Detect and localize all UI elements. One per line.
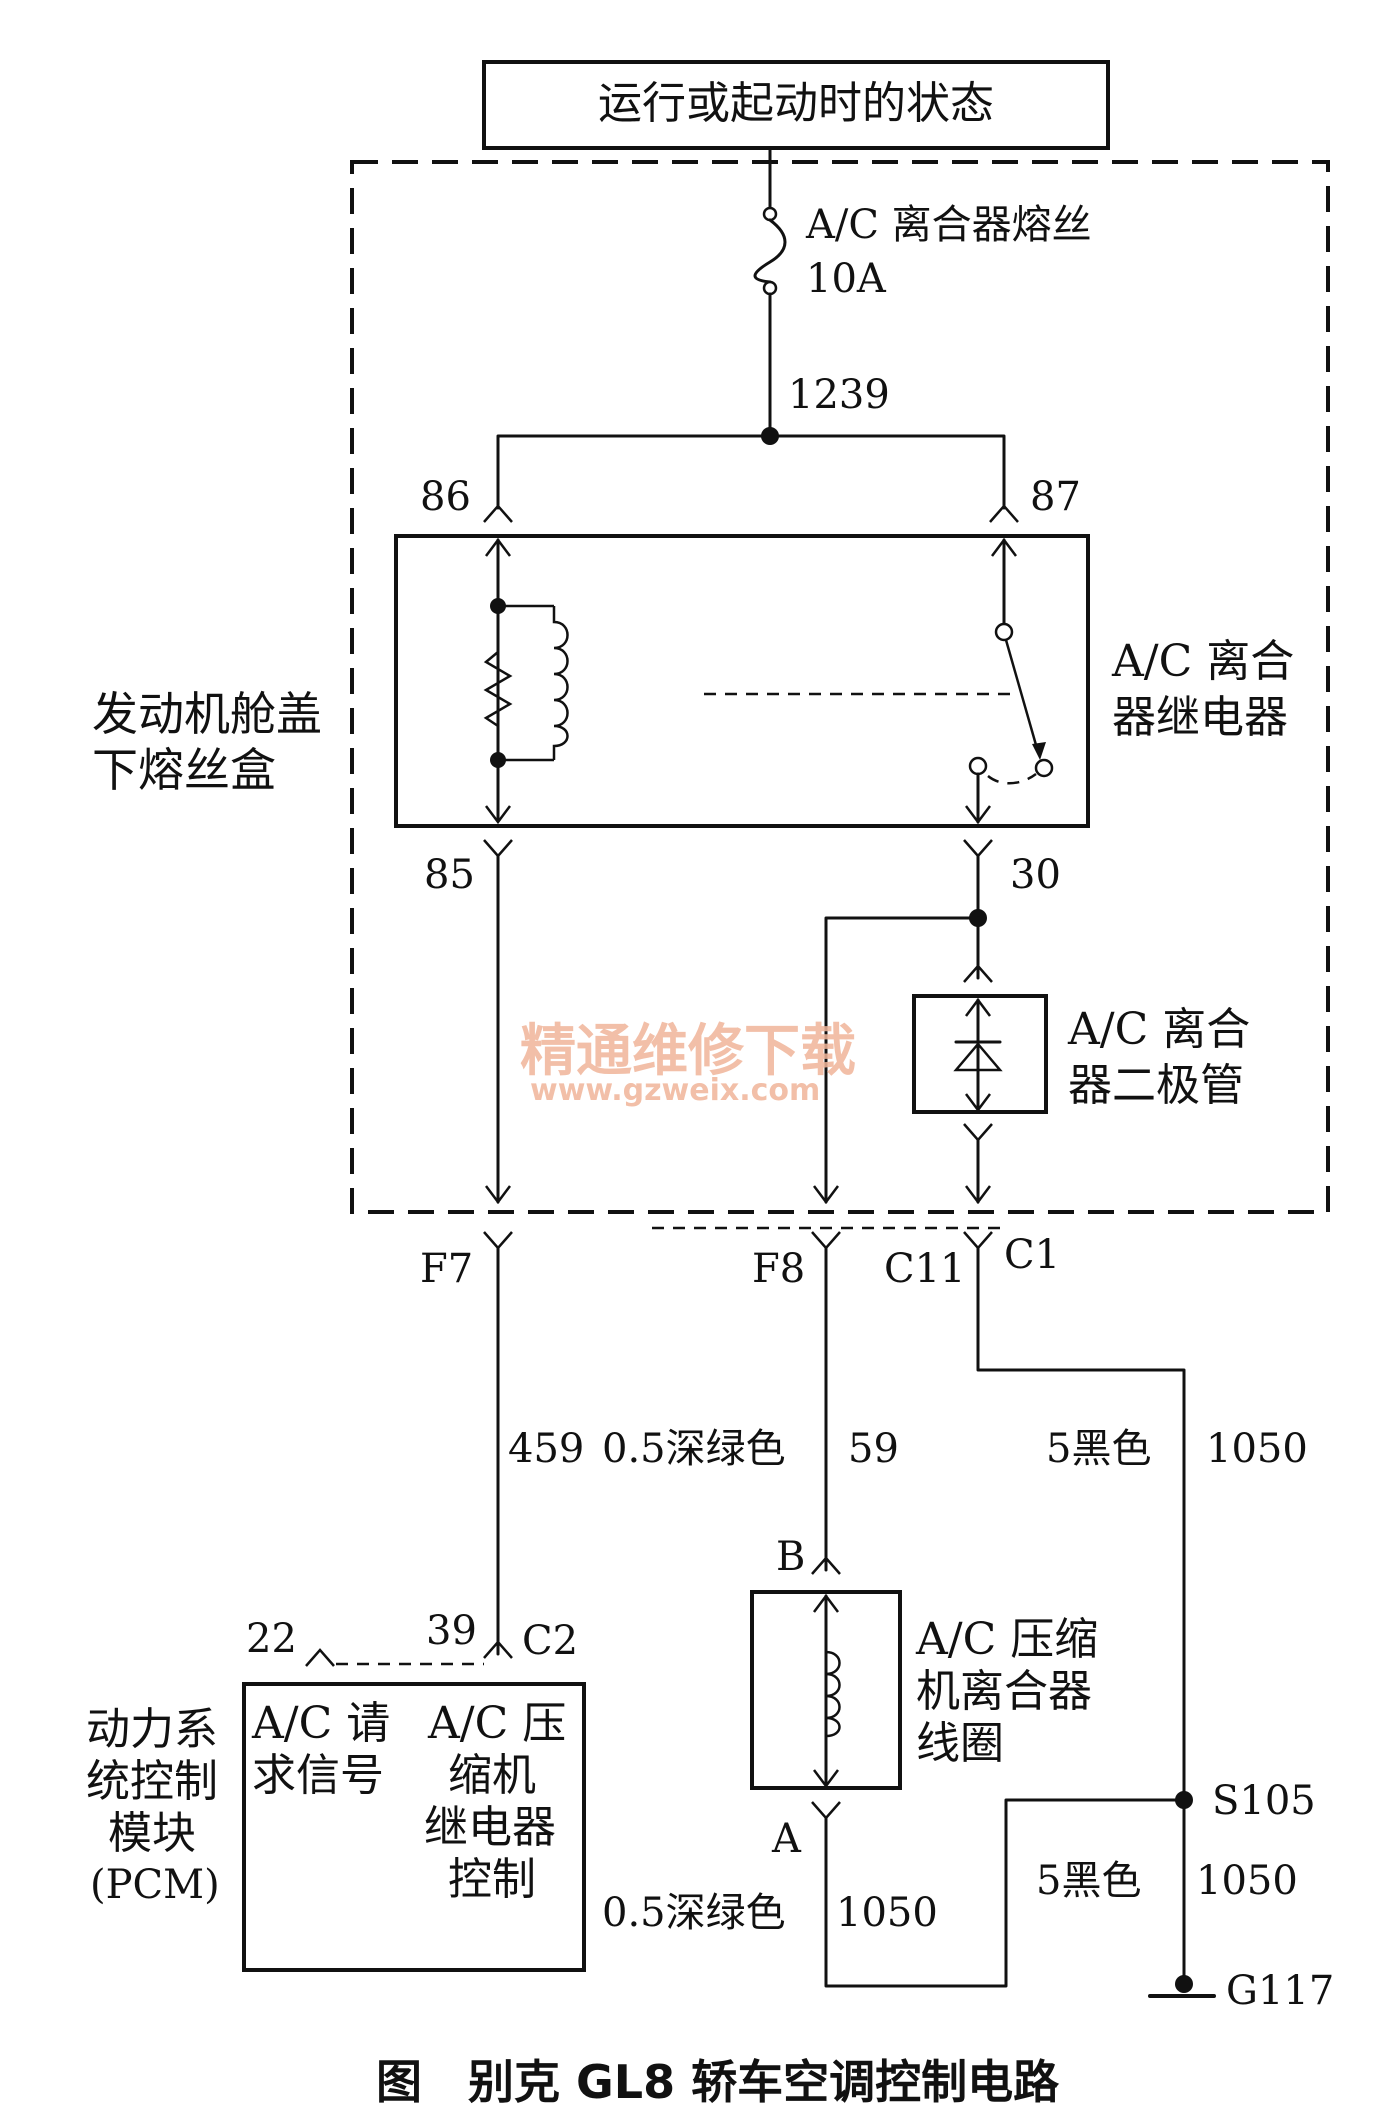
c11-label: C11	[884, 1246, 966, 1292]
c1-label: C1	[1004, 1232, 1060, 1278]
compressor-coil-icon	[825, 1650, 841, 1738]
pcm-label-3: 模块	[108, 1808, 196, 1859]
f7-arrow	[485, 1185, 511, 1205]
switch-contact-no	[968, 756, 988, 776]
splice-s105-label: S105	[1212, 1778, 1316, 1824]
relay-label-2: 器继电器	[1112, 692, 1288, 743]
switch-blade	[1004, 639, 1040, 753]
compressor-arrow-bottom	[813, 1769, 839, 1789]
c2-label: C2	[522, 1618, 578, 1664]
diode-label-2: 器二极管	[1068, 1060, 1244, 1111]
diode-label-1: A/C 离合	[1067, 1004, 1250, 1055]
ground-dot	[1175, 1975, 1193, 1993]
pin-39-label: 39	[426, 1608, 477, 1654]
pin-b-label: B	[776, 1534, 805, 1580]
switch-blade-tip	[1032, 742, 1046, 760]
compressor-label-2: 机离合器	[916, 1666, 1092, 1717]
wire-459-color: 0.5深绿色	[602, 1426, 786, 1472]
pcm-label-2: 统控制	[86, 1756, 218, 1807]
fuse-rating: 10A	[806, 256, 887, 302]
pcm-req-2: 求信号	[252, 1750, 384, 1801]
pin-22-connector	[305, 1648, 335, 1667]
wire-30-f8	[824, 916, 980, 1204]
pcm-ctl-3: 继电器	[424, 1802, 556, 1853]
f8-connector	[811, 1231, 841, 1250]
compressor-label-1: A/C 压缩	[915, 1614, 1098, 1665]
wire-459-num: 459	[508, 1426, 584, 1472]
pin-30-label: 30	[1010, 852, 1061, 898]
pin-87-connector	[989, 504, 1019, 523]
watermark-url: www.gzweix.com	[530, 1073, 820, 1108]
switch-contact-nc	[1034, 758, 1054, 778]
pin-39-connector	[483, 1640, 513, 1659]
diode-arrow-bottom	[965, 1093, 991, 1113]
pcm-ctl-2: 缩机	[448, 1750, 536, 1801]
coil-arrow-top	[485, 537, 511, 557]
wire-1050c-color: 5黑色	[1036, 1858, 1141, 1904]
wire-1050-black-upper	[976, 1246, 1186, 1802]
fusebox-label-2: 下熔丝盒	[92, 743, 276, 797]
fuse-icon	[753, 218, 787, 284]
wire-1050c-num: 1050	[1196, 1858, 1298, 1904]
wire-1050b-num: 1050	[836, 1890, 938, 1936]
compressor-label-3: 线圈	[916, 1718, 1004, 1769]
pin-a-label: A	[771, 1816, 802, 1862]
diode-connector-top	[963, 964, 993, 983]
ground-label: G117	[1226, 1968, 1334, 2014]
resistor-icon	[483, 651, 513, 728]
diode-icon	[953, 1042, 1003, 1072]
wire-59-num: 59	[848, 1426, 899, 1472]
relay-feed-split	[496, 434, 1006, 510]
relay-label-1: A/C 离合	[1111, 636, 1294, 687]
pcm-box	[242, 1682, 586, 1972]
f7-connector	[483, 1231, 513, 1250]
pcm-ctl-4: 控制	[448, 1854, 536, 1905]
switch-nc-link	[987, 772, 1037, 785]
fusebox-label-1: 发动机舱盖	[92, 687, 322, 741]
pin-30-connector	[963, 839, 993, 858]
c11-connector	[963, 1231, 993, 1250]
wire-1050b-color: 0.5深绿色	[602, 1890, 786, 1936]
fuse-terminal-bottom	[762, 280, 778, 296]
figure-caption: 图 别克 GL8 轿车空调控制电路	[376, 2055, 1060, 2109]
fusebox-outline	[350, 160, 1330, 1214]
coil-icon	[552, 606, 569, 760]
pin-86-label: 86	[420, 474, 471, 520]
pin-87-label: 87	[1030, 474, 1081, 520]
pin-22-label: 22	[246, 1616, 297, 1662]
compressor-arrow-top	[813, 1593, 839, 1613]
f8-arrow	[813, 1185, 839, 1205]
relay-box	[394, 534, 1090, 828]
pin-86-connector	[483, 504, 513, 523]
fuse-name: A/C 离合器熔丝	[805, 202, 1092, 248]
switch-contact-top	[994, 622, 1014, 642]
pin-a-connector	[811, 1801, 841, 1820]
coil-arrow-bottom	[485, 805, 511, 825]
wire-1239-label: 1239	[788, 372, 890, 418]
diode-connector-bottom	[963, 1123, 993, 1142]
switch-arrow-top	[991, 537, 1017, 557]
diode-arrow-top	[965, 997, 991, 1017]
c11-arrow	[965, 1185, 991, 1205]
f7-label: F7	[420, 1246, 473, 1292]
pcm-label-4: (PCM)	[90, 1862, 220, 1908]
watermark-cn: 精通维修下载	[520, 1019, 856, 1084]
f8-label: F8	[752, 1246, 805, 1292]
pcm-label-1: 动力系	[86, 1704, 218, 1755]
pin-85-connector	[483, 839, 513, 858]
pin-85-label: 85	[424, 852, 475, 898]
fuse-terminal-top	[762, 206, 778, 222]
switch-arrow-bottom	[965, 805, 991, 825]
pcm-ctl-1: A/C 压	[427, 1698, 566, 1749]
wire-1050-green	[824, 1798, 1186, 1988]
pin-b-connector	[811, 1556, 841, 1575]
wire-1050a-num: 1050	[1206, 1426, 1308, 1472]
wire-1050a-color: 5黑色	[1046, 1426, 1151, 1472]
pcm-req-1: A/C 请	[251, 1698, 390, 1749]
diode-box	[912, 994, 1048, 1114]
supply-state-box	[482, 60, 1110, 150]
supply-state-label: 运行或起动时的状态	[598, 78, 994, 129]
